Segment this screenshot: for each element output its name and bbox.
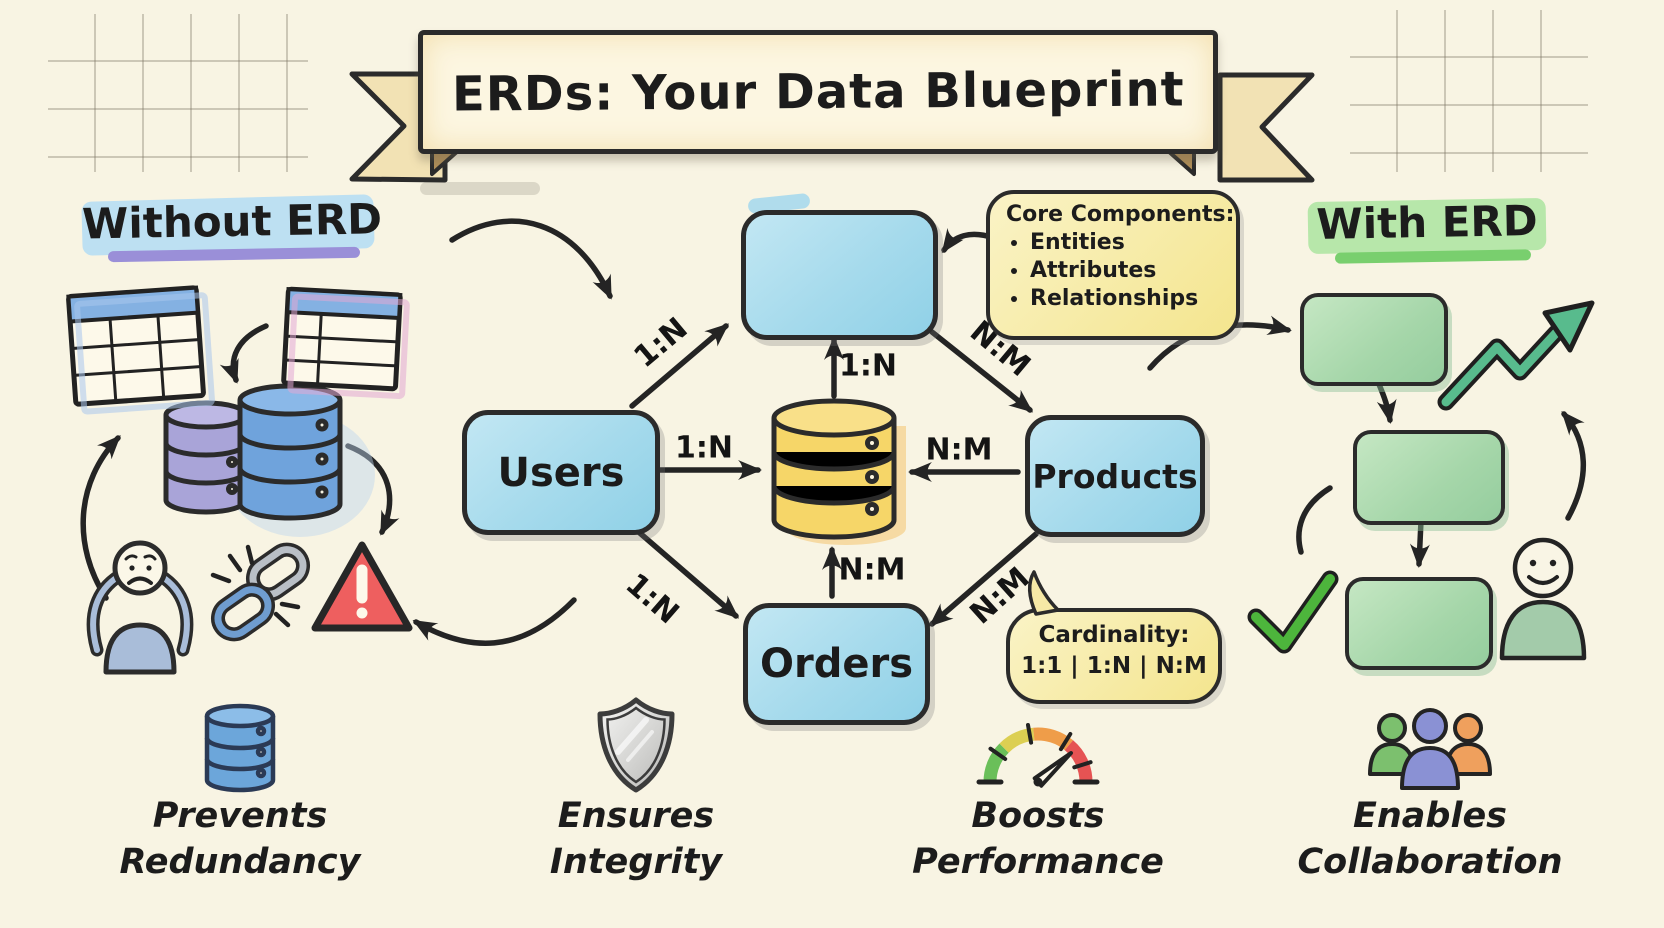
callout-item: Attributes [1030,257,1226,285]
benefit-prevents-redundancy: Prevents Redundancy [100,698,380,885]
relationship-label: 1:N [839,348,897,384]
people-icon [1290,698,1570,794]
core-components-callout: Core Components: Entities Attributes Rel… [986,190,1240,340]
benefit-line2: Performance [912,841,1164,882]
green-flow-box-1 [1300,293,1448,386]
entity-label: Users [497,449,625,496]
database-icon-center [771,398,906,545]
page-title: ERDs: Your Data Blueprint [451,61,1185,123]
callout-item: Entities [1030,229,1226,257]
benefit-boosts-performance: Boosts Performance [898,698,1178,885]
relationship-label: N:M [838,552,906,588]
relationship-arrows [629,323,1039,627]
database-icon [100,698,380,794]
green-flow-box-3 [1345,577,1493,670]
benefit-ensures-integrity: Ensures Integrity [496,697,776,885]
arrow-right-up [1561,410,1587,521]
entity-box-products: Products [1025,415,1205,537]
arrow-table-to-db [219,323,269,384]
benefit-line1: Enables [1352,796,1508,836]
entity-label: Orders [759,641,914,687]
cardinality-callout: Cardinality: 1:1 | 1:N | N:M [1006,608,1222,704]
callout-title: Core Components: [1006,202,1235,227]
benefit-line2: Redundancy [119,841,361,882]
database-icons-left [163,383,375,537]
shield-icon [496,697,776,794]
benefit-line1: Ensures [557,796,715,836]
benefit-enables-collaboration: Enables Collaboration [1290,698,1570,885]
pencil-smudge [420,182,540,195]
grid-decoration-top-left [48,14,308,172]
arrow-into-diagram [449,218,613,300]
arrow-green1-to-green2 [1375,379,1397,424]
title-banner: ERDs: Your Data Blueprint [418,30,1218,154]
benefit-line2: Collaboration [1297,841,1563,882]
arrow-orders-out-left [412,597,577,647]
happy-person-icon [1499,537,1587,661]
gauge-icon [898,698,1178,794]
table-icon-1 [66,285,215,415]
with-erd-underline [1334,249,1532,264]
benefit-line2: Integrity [549,841,723,882]
growth-arrow-icon [1437,300,1595,411]
broken-chain-icon [210,542,311,642]
callout-list: Entities Attributes Relationships [1030,229,1226,313]
relationship-label: 1:N [675,430,733,466]
callout-values: 1:1 | 1:N | N:M [1021,653,1207,680]
relationship-label: N:M [925,432,993,468]
benefit-line1: Prevents [152,796,328,836]
arrow-green2-to-green3 [1409,518,1430,568]
green-flow-box-2 [1353,430,1505,525]
arc-left-of-green2 [1296,485,1333,555]
entity-label: Products [1032,456,1198,496]
without-erd-heading: Without ERD [81,194,383,249]
relationship-label: 1:N [618,566,686,632]
arrow-to-warning [345,443,400,536]
callout-title: Cardinality: [1038,622,1190,648]
benefit-line1: Boosts [971,796,1105,836]
relationship-label: 1:N [627,310,695,376]
entity-box-users: Users [462,410,660,535]
with-erd-heading: With ERD [1315,196,1539,249]
entity-box-orders: Orders [743,603,930,725]
checkmark-icon [1247,570,1339,654]
entity-box-unlabeled [741,210,938,340]
grid-decoration-top-right [1350,10,1588,172]
callout-item: Relationships [1030,285,1226,313]
confused-person-icon [86,540,194,675]
table-icon-2 [281,286,410,400]
warning-triangle-icon [311,541,413,632]
arrow-left-up [80,435,121,601]
